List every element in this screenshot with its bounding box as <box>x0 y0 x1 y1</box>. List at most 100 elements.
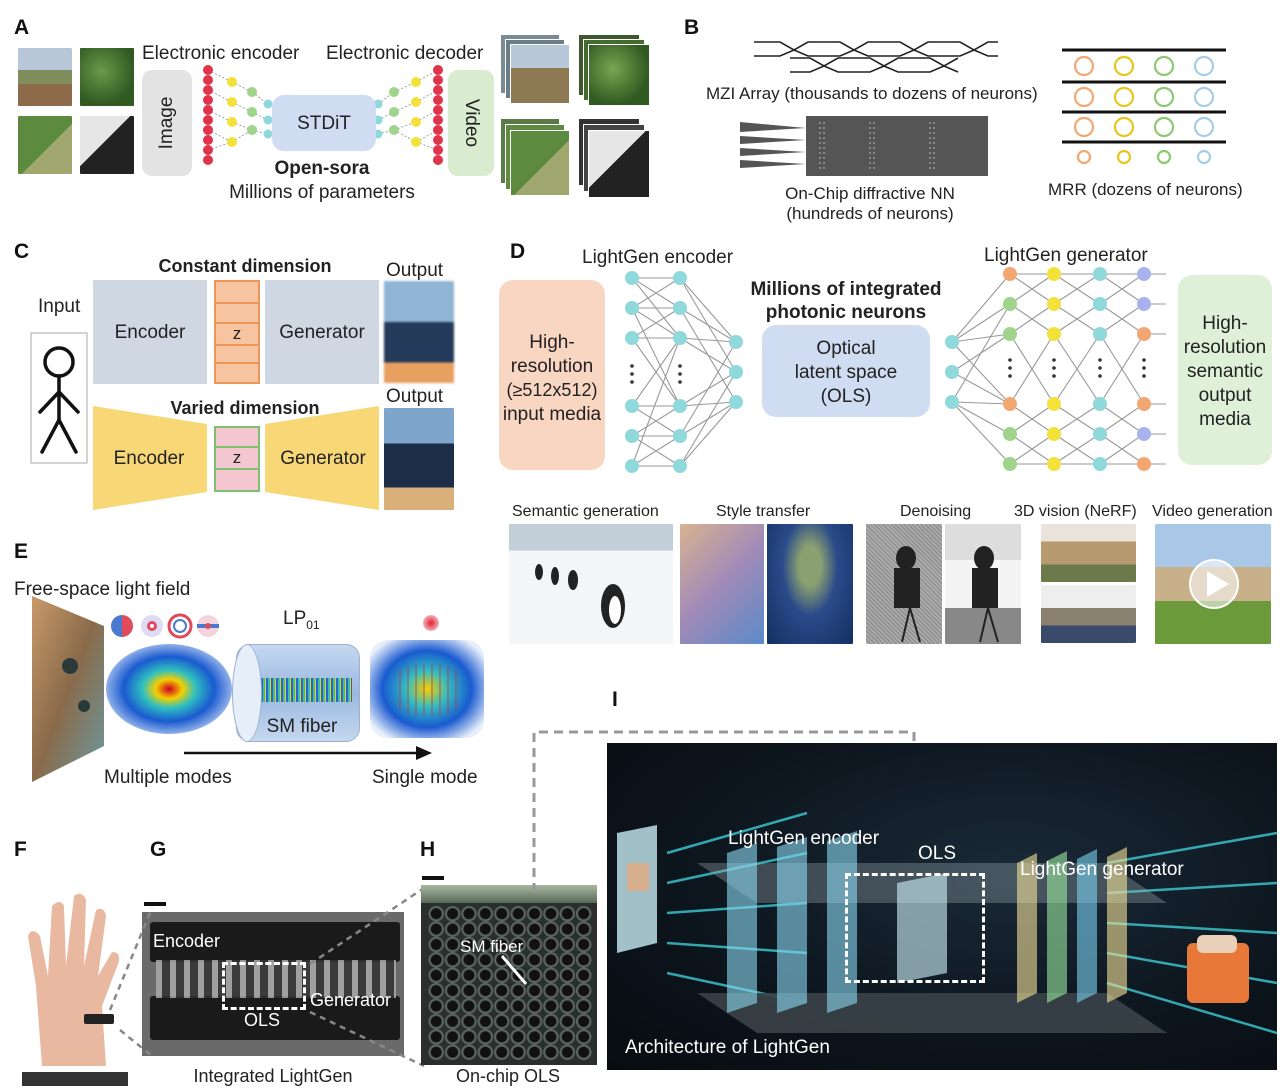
neuron-dot <box>433 135 443 145</box>
fiber-array-grid <box>428 906 592 1060</box>
constant-latent-z: z <box>232 324 242 343</box>
neuron-dot <box>203 65 213 75</box>
task-3d-vision: 3D vision (NeRF) <box>1014 503 1137 520</box>
input-label: Input <box>38 296 81 317</box>
constant-encoder-block <box>93 280 207 384</box>
ols-dashed-box-g <box>222 962 306 1010</box>
latent-divider <box>216 344 258 346</box>
neuron-dot <box>203 95 213 105</box>
penguin-image <box>509 524 673 644</box>
input-box-line2: resolution <box>510 356 594 377</box>
scale-bar-h <box>422 876 444 880</box>
panel-label-c: C <box>14 240 30 263</box>
g-generator-label: Generator <box>310 990 392 1010</box>
varied-latent-z: z <box>232 448 242 467</box>
input-photo-forest <box>80 48 134 106</box>
mode-pattern-icons <box>111 613 219 639</box>
scale-bar-g <box>144 902 166 906</box>
electronic-decoder-network <box>373 65 443 165</box>
fiber-core-stripe <box>248 678 352 702</box>
ols-box-line2: latent space <box>794 362 898 383</box>
ols-box <box>762 325 930 417</box>
zoom-connectors <box>108 886 425 1068</box>
input-box-line1: High- <box>529 332 575 353</box>
panel-label-h: H <box>420 838 436 861</box>
output-box-line1: High- <box>1202 313 1248 334</box>
penguin-figures <box>535 564 625 628</box>
millions-parameters-label: Millions of parameters <box>229 182 415 203</box>
lp-subscript: 01 <box>306 617 320 632</box>
neuron-dot <box>263 115 273 125</box>
constant-generator-label: Generator <box>279 322 365 343</box>
output-box-line5: media <box>1199 409 1251 430</box>
nerf-image-top <box>1041 524 1136 582</box>
photonic-neurons-title-1: Millions of integrated <box>750 279 942 300</box>
mzi-array-caption: MZI Array (thousands to dozens of neuron… <box>706 84 1038 103</box>
diffractive-caption-line2: (hundreds of neurons) <box>786 204 954 223</box>
neuron-dot <box>203 85 213 95</box>
i-generator-label: LightGen generator <box>1020 859 1184 880</box>
neuron-dot <box>411 77 421 87</box>
video-stack-4 <box>578 118 652 200</box>
ols-dashed-box-i <box>845 873 985 983</box>
output-box-line2: resolution <box>1183 337 1267 358</box>
video-stack-3 <box>500 118 570 198</box>
video-stack-2 <box>578 34 652 108</box>
chip-pins <box>156 960 396 998</box>
task-semantic-generation: Semantic generation <box>512 503 659 520</box>
cat-light-field-image <box>32 596 104 782</box>
latent-divider <box>216 362 258 364</box>
mode-conversion-arrow <box>184 746 432 760</box>
ols-box-line3: (OLS) <box>820 386 872 407</box>
neuron-dot <box>227 77 237 87</box>
electronic-encoder-network <box>203 65 273 165</box>
neuron-dot <box>411 97 421 107</box>
neuron-dot <box>433 75 443 85</box>
neuron-dot <box>433 125 443 135</box>
panel-label-i: I <box>612 688 618 711</box>
cameraman-silhouettes <box>894 546 999 643</box>
neuron-dot <box>411 117 421 127</box>
play-icon[interactable] <box>1188 558 1240 610</box>
varied-encoder-label: Encoder <box>113 448 185 469</box>
latent-divider <box>216 302 258 304</box>
neuron-dot <box>263 129 273 139</box>
light-beams <box>617 811 1277 1035</box>
lp01-mode-label: LP01 <box>283 608 320 632</box>
panel-label-g: G <box>150 838 167 861</box>
neuron-dot <box>433 105 443 115</box>
lightgen-encoder-title: LightGen encoder <box>582 247 734 268</box>
stick-figure-input <box>30 332 88 464</box>
g-ols-label: OLS <box>244 1010 281 1030</box>
output-box-line3: semantic <box>1186 361 1264 382</box>
nerf-image-bottom <box>1041 585 1136 643</box>
high-res-output-box <box>1178 275 1272 465</box>
ols-chip-top-edge <box>421 885 597 903</box>
varied-encoder-block <box>93 406 207 510</box>
hand-photo <box>22 866 128 1086</box>
multimode-intensity-map <box>106 644 232 734</box>
free-space-light-field-label: Free-space light field <box>14 579 191 600</box>
constant-encoder-label: Encoder <box>114 322 186 343</box>
i-encoder-label: LightGen encoder <box>728 828 880 849</box>
chip-body-top <box>150 922 400 962</box>
neuron-dot <box>203 145 213 155</box>
diffractive-nn-diagram <box>740 116 988 176</box>
video-output-box <box>448 70 494 176</box>
constant-generator-block <box>265 280 379 384</box>
neuron-dot <box>263 99 273 109</box>
open-sora-title: Open-sora <box>274 158 370 179</box>
neuron-dot <box>433 85 443 95</box>
neuron-dot <box>247 125 257 135</box>
neuron-dot <box>227 117 237 127</box>
ols-box-line1: Optical <box>816 338 876 359</box>
constant-dimension-title: Constant dimension <box>158 256 332 276</box>
output-photo-blurry <box>384 281 454 383</box>
lightgen-generator-title: LightGen generator <box>984 245 1148 266</box>
neuron-dot <box>227 137 237 147</box>
varied-latent-block <box>214 426 260 492</box>
image-input-label: Image <box>156 96 177 150</box>
neuron-dot <box>389 87 399 97</box>
task-style-transfer: Style transfer <box>716 503 811 520</box>
sm-fiber-label: SM fiber <box>266 716 338 737</box>
